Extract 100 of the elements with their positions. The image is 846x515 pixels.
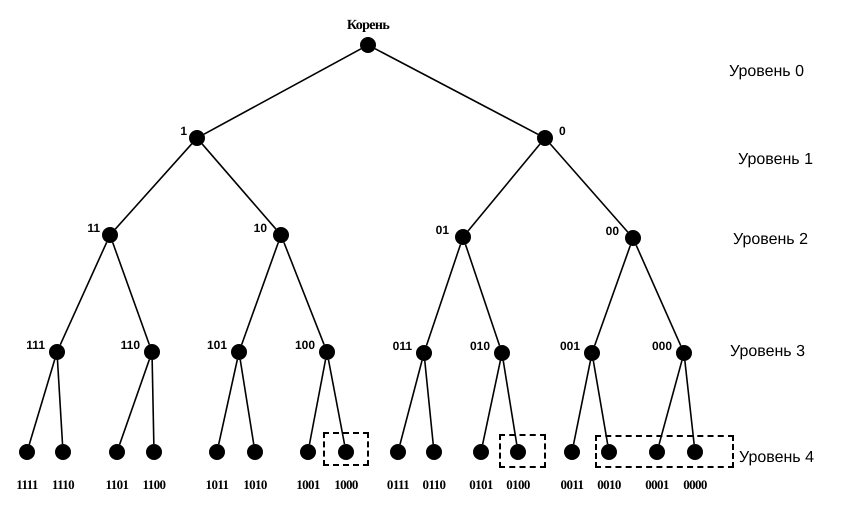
tree-branch <box>118 359 150 445</box>
node-code: 0101 <box>469 478 493 491</box>
tree-branch <box>56 360 64 444</box>
tree-node-dot <box>584 345 600 361</box>
node-code: 1010 <box>243 478 267 491</box>
node-code: 0110 <box>422 478 446 491</box>
tree-branch <box>464 244 500 346</box>
tree-node-dot <box>360 37 376 53</box>
tree-branch <box>467 144 541 232</box>
tree-branch <box>592 360 608 444</box>
tree-node-dot <box>649 444 665 460</box>
tree-node-dot <box>189 130 205 146</box>
tree-branch <box>308 360 326 444</box>
tree-node-dot <box>416 345 432 361</box>
tree-branch <box>684 360 695 444</box>
node-code: 01 <box>436 224 449 236</box>
tree-node-dot <box>231 344 247 360</box>
highlight-frame <box>595 435 734 468</box>
tree-node-dot <box>510 444 526 460</box>
node-code: 010 <box>470 340 490 352</box>
node-code: 1111 <box>16 478 38 491</box>
node-code: 1100 <box>142 478 166 491</box>
tree-node-dot <box>537 130 553 146</box>
node-code: 1001 <box>296 478 320 491</box>
tree-branch <box>151 360 155 444</box>
tree-node-dot <box>209 444 225 460</box>
node-code: 0011 <box>560 478 584 491</box>
node-code: 000 <box>652 340 672 352</box>
node-code: 101 <box>206 339 227 351</box>
tree-node-dot <box>49 344 65 360</box>
node-code: 1110 <box>52 478 74 491</box>
root-label: Корень <box>346 19 390 33</box>
tree-branch <box>636 245 682 346</box>
tree-branch <box>658 360 683 444</box>
level-label: Уровень 1 <box>738 152 813 168</box>
tree-node-dot <box>676 345 692 361</box>
level-label: Уровень 0 <box>729 64 804 80</box>
tree-branch <box>374 48 538 135</box>
tree-branch <box>328 360 346 444</box>
tree-branch <box>114 143 192 230</box>
node-code: 00 <box>606 225 619 237</box>
tree-branch <box>202 144 276 230</box>
tree-node-dot <box>625 230 641 246</box>
tree-node-dot <box>426 444 442 460</box>
node-code: 0000 <box>683 478 707 491</box>
tree-node-dot <box>601 444 617 460</box>
tree-node-dot <box>300 444 316 460</box>
tree-branch <box>204 48 362 135</box>
tree-node-dot <box>144 344 160 360</box>
node-code: 10 <box>254 222 267 234</box>
node-code: 1101 <box>106 478 128 491</box>
node-code: 011 <box>392 340 412 352</box>
tree-node-dot <box>390 444 406 460</box>
node-code: 0100 <box>506 478 530 491</box>
tree-node-dot <box>55 444 71 460</box>
tree-branch <box>424 360 434 444</box>
tree-branch <box>112 242 150 345</box>
tree-node-dot <box>338 444 354 460</box>
tree-branch <box>502 360 518 444</box>
tree-branch <box>218 360 238 444</box>
level-label: Уровень 3 <box>730 344 805 360</box>
tree-branch <box>399 360 423 444</box>
tree-branch <box>283 242 325 345</box>
tree-node-dot <box>102 227 118 243</box>
tree-node-dot <box>273 227 289 243</box>
level-label: Уровень 2 <box>733 232 808 248</box>
tree-node-dot <box>319 344 335 360</box>
tree-node-dot <box>687 444 703 460</box>
tree-node-dot <box>473 444 489 460</box>
tree-branch <box>240 242 280 345</box>
tree-branch <box>426 244 462 346</box>
node-code: 0111 <box>386 478 410 491</box>
tree-node-dot <box>109 444 125 460</box>
tree-branch <box>594 245 632 346</box>
tree-branch <box>239 360 255 444</box>
tree-node-dot <box>564 444 580 460</box>
tree-branch <box>60 242 108 346</box>
level-label: Уровень 4 <box>739 450 814 466</box>
tree-branch <box>28 359 56 445</box>
node-code: 100 <box>294 339 315 351</box>
tree-node-dot <box>146 444 162 460</box>
highlight-frame <box>323 432 369 466</box>
node-code: 1000 <box>334 478 358 491</box>
node-code: 0001 <box>645 478 669 491</box>
node-code: 111 <box>26 339 45 351</box>
tree-node-dot <box>494 345 510 361</box>
node-code: 001 <box>560 340 580 352</box>
node-code: 110 <box>120 339 140 351</box>
tree-node-dot <box>19 444 35 460</box>
tree-branch <box>482 360 502 444</box>
node-code: 1011 <box>206 478 228 491</box>
tree-node-dot <box>247 444 263 460</box>
node-code: 0010 <box>597 478 621 491</box>
node-code: 1 <box>180 125 187 137</box>
tree-branch <box>572 360 592 444</box>
highlight-frame <box>499 434 546 468</box>
node-code: 11 <box>87 222 100 234</box>
node-code: 0 <box>559 125 566 137</box>
tree-node-dot <box>455 229 471 245</box>
tree-branch <box>550 143 628 233</box>
